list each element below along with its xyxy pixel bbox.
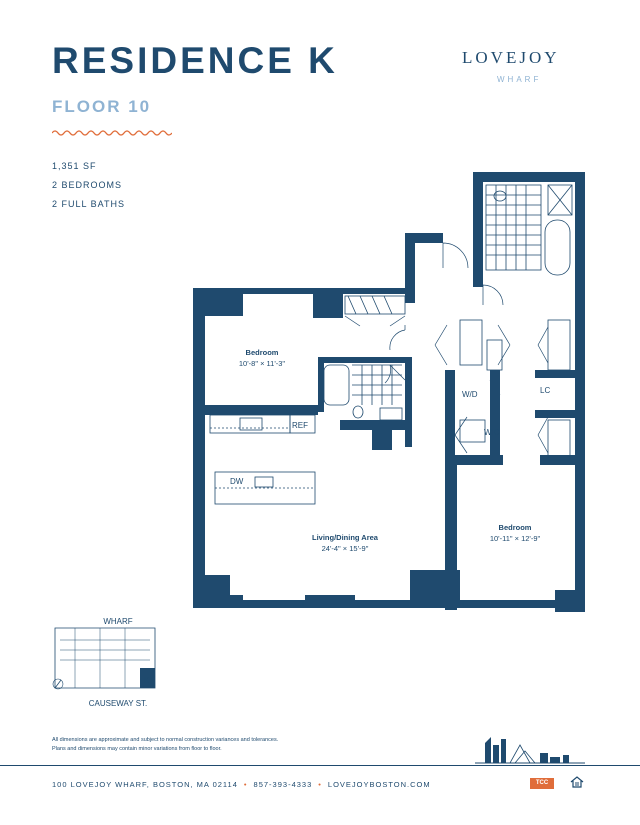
lovejoy-logo: LOVEJOY xyxy=(462,48,560,67)
footer-website: LOVEJOYBOSTON.COM xyxy=(327,780,431,789)
floor-plan: Bedroom 10'-8" × 11'-3" Living/Dining Ar… xyxy=(52,172,585,708)
disclaimer: All dimensions are approximate and subje… xyxy=(52,736,312,754)
key-plan: WHARF K CAUSEWAY ST. xyxy=(52,617,156,708)
tcc-logo: TCC xyxy=(530,778,554,789)
key-plan-bottom-label: CAUSEWAY ST. xyxy=(89,699,148,708)
disclaimer-line-1: All dimensions are approximate and subje… xyxy=(52,737,279,743)
unit-stats: 1,351 SF 2 BEDROOMS 2 FULL BATHS xyxy=(52,157,125,214)
footer-separator: • xyxy=(318,780,322,789)
bedroom1-label: Bedroom xyxy=(246,348,279,357)
bedroom2-label: Bedroom xyxy=(499,523,532,532)
bedroom-count: 2 BEDROOMS xyxy=(52,180,123,190)
equal-housing-icon xyxy=(570,776,584,788)
footer-contact: 100 LOVEJOY WHARF, BOSTON, MA 02114 • 857-… xyxy=(52,780,431,789)
lc-label: LC xyxy=(540,386,550,395)
wd-label: W/D xyxy=(462,390,478,399)
disclaimer-line-2: Plans and dimensions may contain minor v… xyxy=(52,746,222,752)
bedroom2-dims: 10'-11" × 12'-9" xyxy=(490,534,541,543)
bath-count: 2 FULL BATHS xyxy=(52,199,126,209)
living-dims: 24'-4" × 15'-9" xyxy=(322,544,369,553)
key-plan-top-label: WHARF xyxy=(103,617,132,626)
wave-divider xyxy=(52,130,172,136)
key-plan-unit-label: K xyxy=(144,676,150,685)
wharf-logo: WHARF xyxy=(497,75,542,84)
dw-label: DW xyxy=(230,477,244,486)
bedroom1-dims: 10'-8" × 11'-3" xyxy=(239,359,286,368)
footer-address: 100 LOVEJOY WHARF, BOSTON, MA 02114 xyxy=(52,780,238,789)
living-label: Living/Dining Area xyxy=(312,533,379,542)
floor-label: FLOOR 10 xyxy=(52,97,152,116)
skyline-illustration xyxy=(475,737,585,764)
footer-divider xyxy=(0,765,640,766)
wic-label: WIC xyxy=(484,428,500,437)
residence-title: RESIDENCE K xyxy=(52,40,338,81)
footer-phone: 857-393-4333 xyxy=(253,780,313,789)
square-footage: 1,351 SF xyxy=(52,161,97,171)
footer-separator: • xyxy=(243,780,248,789)
ref-label: REF xyxy=(292,421,308,430)
